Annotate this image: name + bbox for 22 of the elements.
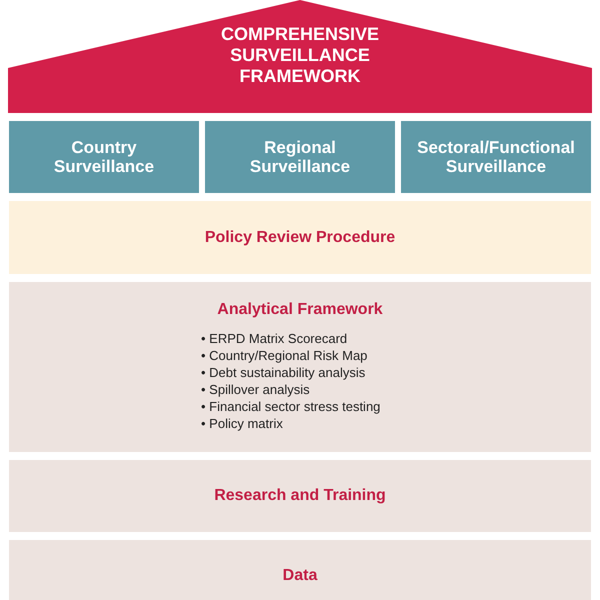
pillar-label: Regional Surveillance — [248, 138, 352, 176]
pillar-box — [401, 121, 591, 193]
layer-heading: Data — [282, 566, 318, 586]
title-text: COMPREHENSIVE SURVEILLANCE FRAMEWORK — [220, 24, 380, 87]
layer-heading: Analytical Framework — [217, 300, 383, 320]
bullet-item: • ERPD Matrix Scorecard — [201, 330, 348, 347]
layer-heading: Research and Training — [214, 486, 386, 506]
bullet-item: • Financial sector stress testing — [201, 398, 380, 415]
layer-band — [9, 540, 591, 600]
pillar-box — [9, 121, 199, 193]
bullet-item: • Country/Regional Risk Map — [201, 347, 368, 364]
pillar-box — [205, 121, 395, 193]
layer-band — [9, 460, 591, 532]
bullet-item: • Debt sustainability analysis — [201, 364, 366, 381]
layer-band — [9, 201, 591, 274]
roof-banner — [8, 0, 592, 113]
pillar-label: Sectoral/Functional Surveillance — [416, 138, 576, 176]
layer-heading: Policy Review Procedure — [204, 228, 396, 248]
layer-band — [9, 282, 591, 452]
bullet-item: • Policy matrix — [201, 415, 284, 432]
pillar-label: Country Surveillance — [52, 138, 156, 176]
bullet-item: • Spillover analysis — [201, 381, 311, 398]
